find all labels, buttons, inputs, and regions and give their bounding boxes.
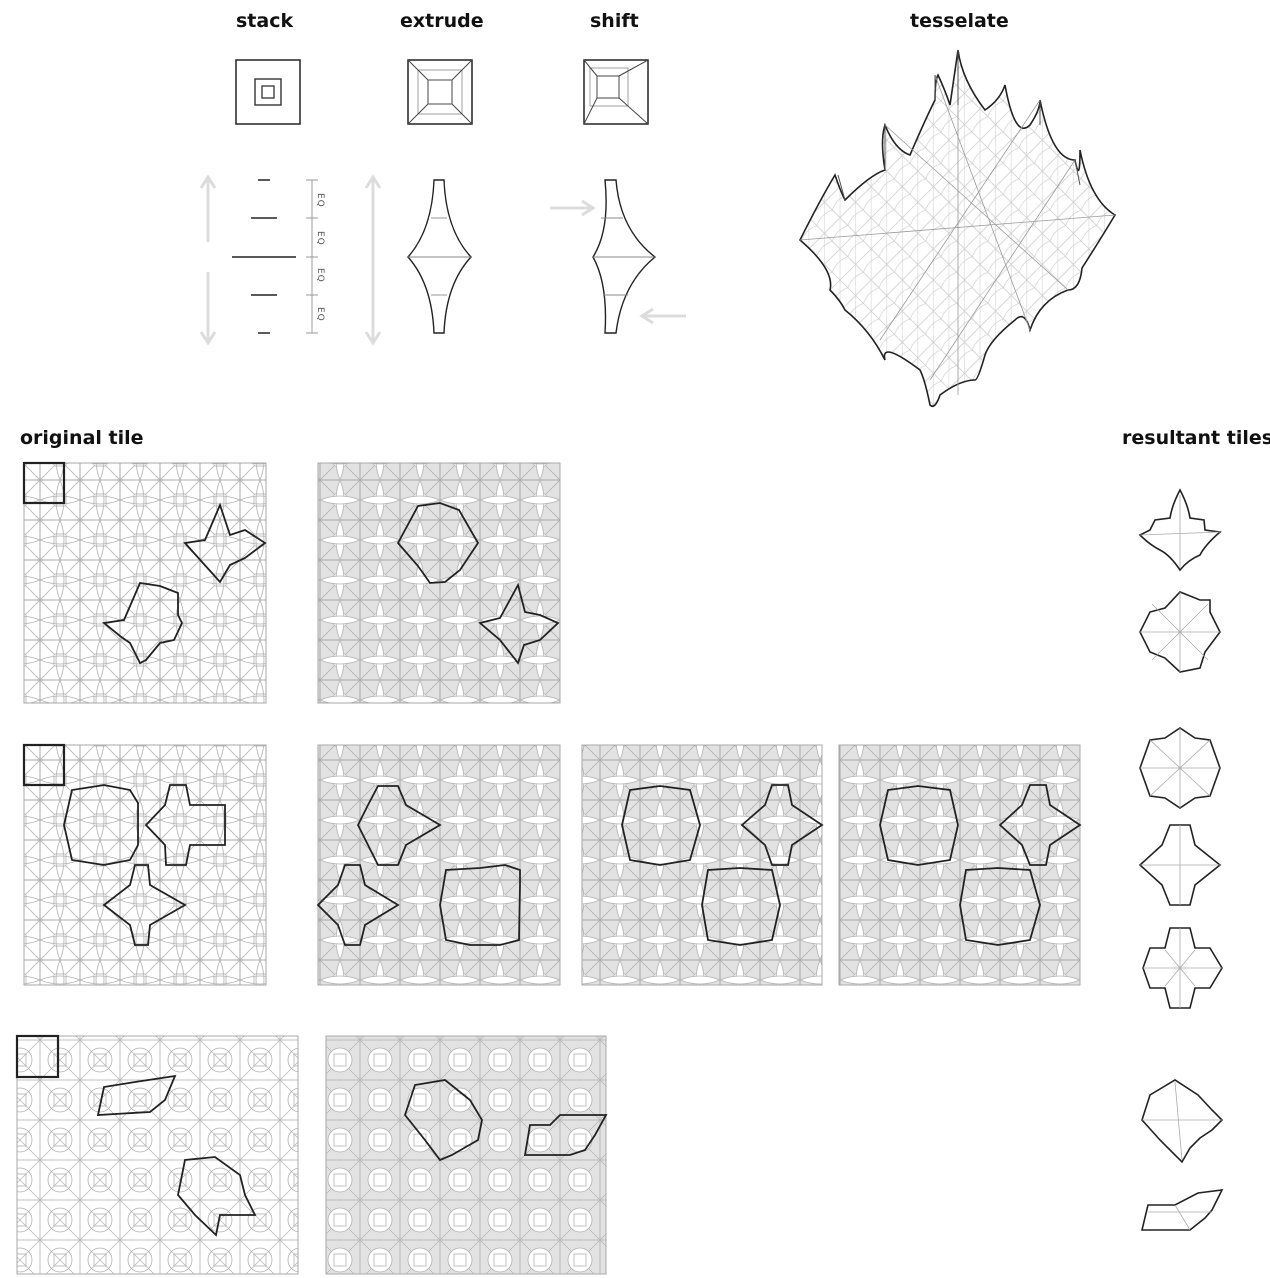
stack-section-lines [232,180,318,333]
resultant-tile-2 [1140,592,1220,672]
resultant-tile-3 [1140,728,1220,808]
pattern-grid-row3-shaded [326,1036,606,1274]
resultant-tile-6 [1142,1080,1222,1162]
shift-icon [584,60,648,124]
extrude-icon [408,60,472,124]
pattern-grid-row1-shaded [318,463,560,703]
resultant-tile-7 [1142,1190,1222,1230]
extrude-section [366,177,471,343]
pattern-grid-row2-original [24,745,266,985]
stack-section-arrows [201,177,215,343]
pattern-grid-row2-shaded-c [839,745,1080,985]
resultant-tile-1 [1140,490,1220,570]
resultant-tile-4 [1140,825,1220,905]
pattern-grid-row1-original [24,463,266,703]
pattern-grid-row2-shaded-b [582,745,822,985]
resultant-tile-5 [1143,928,1222,1008]
pattern-grid-row2-shaded-a [318,745,560,985]
tessellation-3d [800,50,1115,406]
shift-section [550,180,686,333]
pattern-grid-row3-original [17,1036,298,1274]
stack-icon [236,60,300,124]
